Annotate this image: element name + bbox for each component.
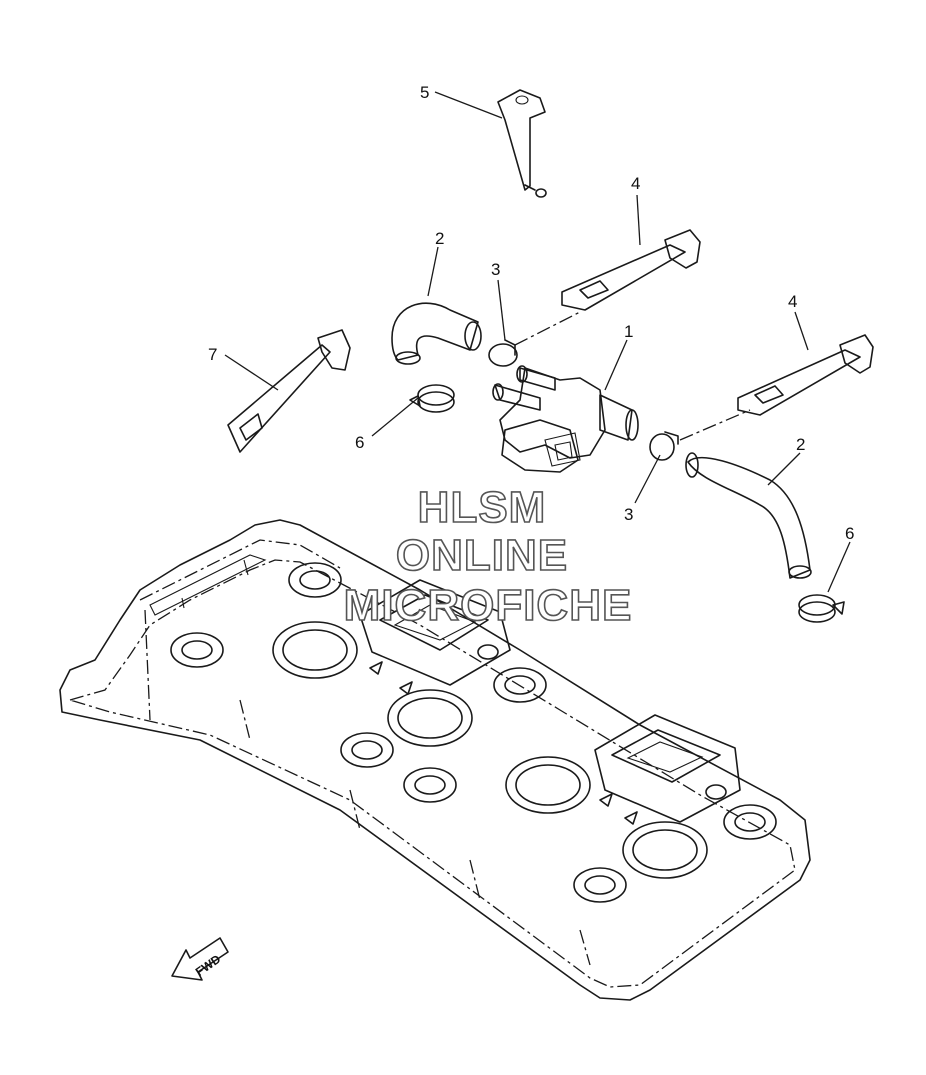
callout-4-upper: 4 bbox=[631, 174, 640, 193]
callout-1: 1 bbox=[624, 322, 633, 341]
clamp-icon bbox=[488, 339, 679, 461]
callout-2-lower: 2 bbox=[796, 435, 805, 454]
callout-3-upper: 3 bbox=[491, 260, 500, 279]
callout-2-upper: 2 bbox=[435, 229, 444, 248]
fwd-arrow-icon: FWD bbox=[171, 937, 229, 981]
fwd-label: FWD bbox=[193, 952, 224, 979]
watermark-line-1: HLSM bbox=[418, 483, 547, 532]
watermark: HLSM ONLINE MICROFICHE bbox=[343, 482, 633, 631]
bracket-plate-icon bbox=[561, 229, 701, 311]
watermark-line-3: MICROFICHE bbox=[344, 581, 633, 630]
callout-4-lower: 4 bbox=[788, 292, 797, 311]
callout-7: 7 bbox=[208, 345, 217, 364]
callout-3-lower: 3 bbox=[624, 505, 633, 524]
callout-5: 5 bbox=[420, 83, 429, 102]
air-cut-valve-icon bbox=[492, 365, 639, 473]
bracket-plate-icon bbox=[737, 334, 874, 416]
holder-plate-icon bbox=[227, 329, 351, 453]
callout-6-lower: 6 bbox=[845, 524, 854, 543]
hose-icon bbox=[685, 452, 812, 579]
hose-clamp-icon bbox=[409, 384, 845, 623]
hose-icon bbox=[391, 302, 482, 365]
watermark-line-2: ONLINE bbox=[396, 531, 568, 580]
cylinder-head-cover-icon bbox=[59, 519, 811, 1001]
stay-bracket-icon bbox=[497, 89, 547, 198]
callout-6-upper: 6 bbox=[355, 433, 364, 452]
